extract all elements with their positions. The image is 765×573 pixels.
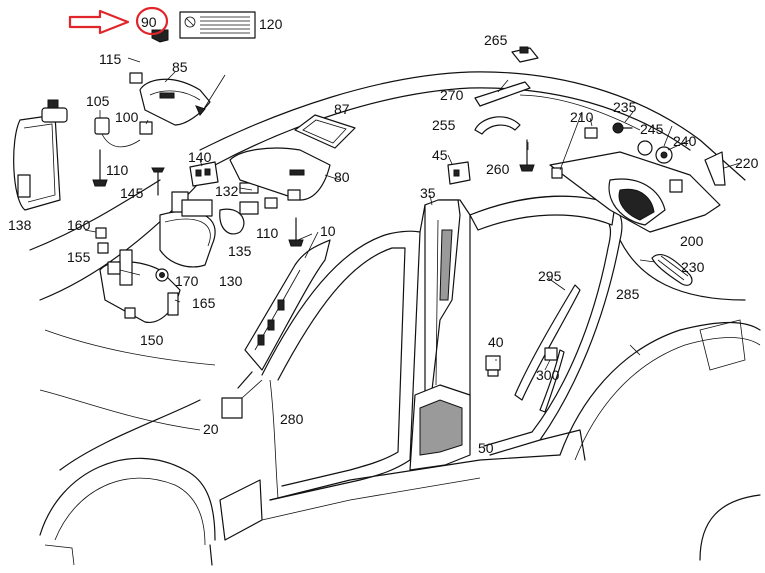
label-165: 165 (192, 295, 216, 311)
part-labels: 90 120 115 85 105 100 110 140 145 132 13… (8, 14, 759, 456)
label-110-a: 110 (106, 162, 129, 178)
label-230: 230 (681, 259, 705, 275)
label-45: 45 (432, 147, 448, 163)
part-20-clip (221, 371, 263, 419)
label-10: 10 (320, 223, 336, 239)
part-280-door-seal (269, 379, 279, 499)
label-220: 220 (735, 155, 759, 171)
label-155: 155 (67, 249, 91, 265)
part-138-rear-view-mirror (13, 99, 68, 211)
label-300: 300 (536, 367, 560, 383)
label-245: 245 (640, 121, 664, 137)
label-140: 140 (188, 149, 212, 165)
label-260: 260 (486, 161, 510, 177)
part-200-rear-panel (549, 151, 721, 233)
label-200: 200 (680, 233, 704, 249)
label-105: 105 (86, 93, 110, 109)
part-50-b-pillar-lower (409, 384, 471, 471)
part-270-grab-handle (474, 81, 531, 107)
part-140-switch (189, 161, 219, 187)
part-35-b-pillar-upper (424, 199, 461, 396)
label-210: 210 (570, 109, 594, 125)
label-35: 35 (420, 185, 436, 201)
part-220-bracket (669, 151, 726, 193)
label-40: 40 (488, 334, 504, 350)
part-130-inner-mirror (159, 182, 278, 268)
part-255-grab-handle (474, 116, 521, 135)
label-138: 138 (8, 217, 32, 233)
label-160: 160 (67, 217, 91, 233)
label-20: 20 (203, 421, 219, 437)
car-body (29, 71, 761, 566)
highlight-marker (68, 6, 169, 36)
label-285: 285 (616, 286, 640, 302)
label-50: 50 (478, 440, 494, 456)
part-45-bracket (447, 161, 471, 185)
part-105-100-clip (94, 117, 153, 148)
part-40-clip (485, 355, 501, 377)
label-130: 130 (219, 273, 243, 289)
highlight-circle (135, 6, 169, 36)
part-235-245-240-fasteners (584, 127, 673, 164)
part-265-cap (511, 46, 539, 63)
part-85-sun-visor (129, 72, 211, 126)
part-120-label (179, 11, 256, 39)
label-110-b: 110 (256, 225, 279, 241)
part-170-165-bolt (155, 268, 179, 316)
label-235: 235 (613, 99, 637, 115)
label-85: 85 (172, 59, 188, 75)
label-100: 100 (115, 109, 139, 125)
label-265: 265 (484, 32, 508, 48)
label-87: 87 (334, 101, 350, 117)
highlight-arrow (68, 9, 130, 35)
label-90: 90 (141, 14, 157, 30)
label-120: 120 (259, 16, 283, 32)
part-295-seal-strip (514, 284, 581, 413)
label-150: 150 (140, 332, 164, 348)
leader-lines (84, 57, 741, 371)
part-80-sun-visor (229, 147, 331, 201)
label-135: 135 (228, 243, 252, 259)
label-80: 80 (334, 169, 350, 185)
label-145: 145 (120, 185, 144, 201)
label-115: 115 (99, 51, 122, 67)
part-285-c-pillar-trim (469, 195, 616, 231)
part-160-155-clips (95, 227, 109, 254)
label-170: 170 (175, 273, 199, 289)
label-240: 240 (673, 133, 697, 149)
part-230-vent (651, 254, 693, 286)
label-132: 132 (215, 183, 239, 199)
part-300-clip (544, 347, 558, 361)
label-255: 255 (432, 117, 456, 133)
part-87-vanity-mirror (294, 114, 356, 149)
part-10-a-pillar-trim (244, 239, 331, 371)
label-270: 270 (440, 87, 464, 103)
part-screws (92, 122, 633, 247)
label-295: 295 (538, 268, 562, 284)
label-280: 280 (280, 411, 304, 427)
